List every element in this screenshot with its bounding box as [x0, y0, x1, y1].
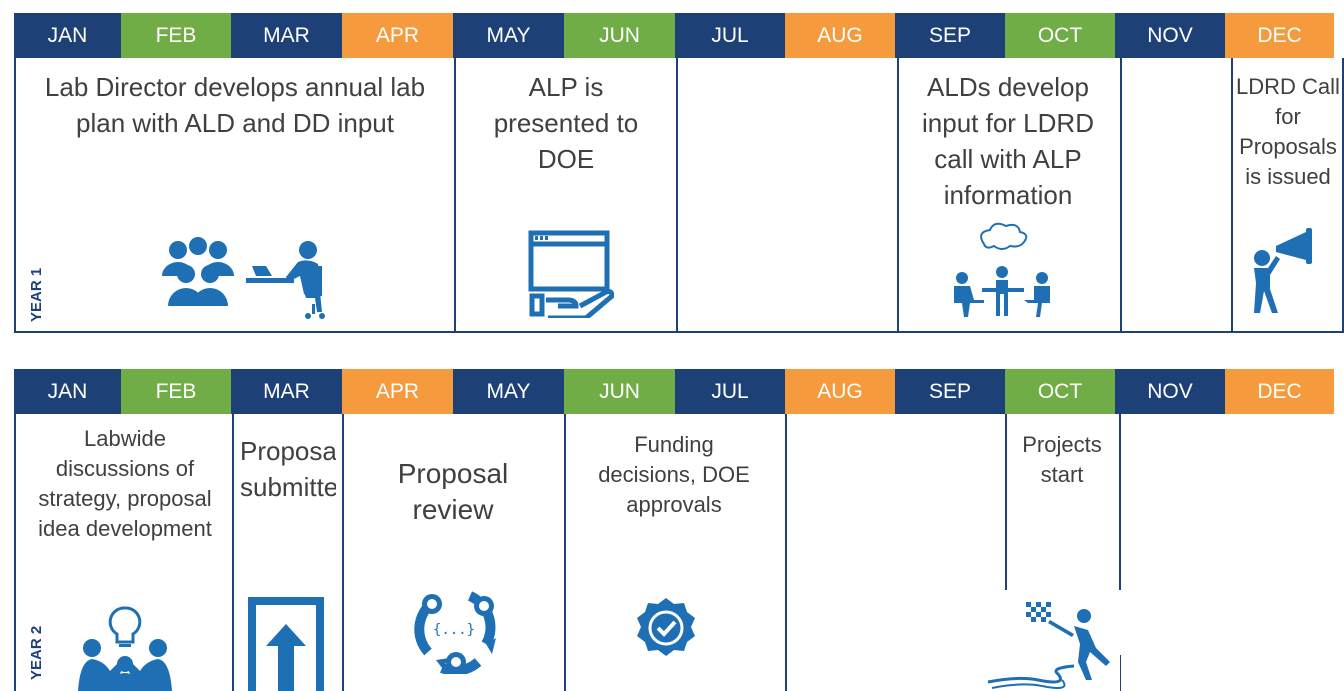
y1-month-sep: SEP — [895, 13, 1005, 58]
year1-timeline-panel — [14, 58, 1344, 333]
browser-hand-icon — [528, 230, 614, 318]
y1-alp-text: ALP is presented to DOE — [493, 72, 639, 174]
y1-month-jan: JAN — [14, 13, 121, 58]
y2-month-jan: JAN — [14, 369, 121, 414]
y1-month-jul: JUL — [675, 13, 785, 58]
year1-divider — [676, 58, 678, 333]
y1-ldrd-call-text: LDRD Call for Proposals is issued — [1236, 74, 1340, 189]
y2-month-nov: NOV — [1115, 369, 1225, 414]
y2-month-jun: JUN — [564, 369, 675, 414]
year1-month-bar: JAN FEB MAR APR MAY JUN JUL AUG SEP OCT … — [14, 13, 1344, 58]
year2-divider — [564, 414, 566, 691]
y1-month-oct: OCT — [1005, 13, 1115, 58]
year2-divider — [1005, 414, 1007, 590]
year1-divider — [454, 58, 456, 333]
team-icon — [162, 237, 234, 306]
y1-month-aug: AUG — [785, 13, 895, 58]
y2-month-may: MAY — [453, 369, 564, 414]
year2-divider — [1119, 414, 1121, 590]
year1-label: YEAR 1 — [28, 267, 45, 322]
year1-divider — [897, 58, 899, 333]
y1-month-mar: MAR — [231, 13, 342, 58]
year2-divider — [1119, 655, 1121, 691]
megaphone-person-icon — [1254, 228, 1312, 313]
year2-divider — [342, 414, 344, 691]
finish-flag-runner-icon — [986, 590, 1120, 691]
meeting-cloud-icon — [954, 222, 1050, 317]
year2-divider — [785, 414, 787, 691]
y1-month-may: MAY — [453, 13, 564, 58]
y1-lab-plan-text: Lab Director develops annual lab plan wi… — [44, 72, 426, 138]
y2-month-oct: OCT — [1005, 369, 1115, 414]
year1-divider — [1231, 58, 1233, 333]
year2-month-bar: JAN FEB MAR APR MAY JUN JUL AUG SEP OCT … — [14, 369, 1344, 414]
y2-month-jul: JUL — [675, 369, 785, 414]
y1-month-jun: JUN — [564, 13, 675, 58]
y2-month-aug: AUG — [785, 369, 895, 414]
y1-month-nov: NOV — [1115, 13, 1225, 58]
y2-labwide-text: Labwide discussions of strategy, proposa… — [38, 426, 212, 541]
y2-month-feb: FEB — [121, 369, 231, 414]
y1-month-feb: FEB — [121, 13, 231, 58]
y2-submitted-text: Proposals submitted — [240, 436, 336, 502]
year2-label: YEAR 2 — [28, 625, 45, 680]
year1-divider — [1120, 58, 1122, 333]
y2-month-sep: SEP — [895, 369, 1005, 414]
y2-review-text: Proposal review — [397, 458, 509, 526]
year2-divider — [14, 414, 16, 691]
review-cycle-icon: {...} — [414, 591, 496, 674]
approval-badge-icon — [637, 598, 695, 656]
y1-month-dec: DEC — [1225, 13, 1334, 58]
y2-month-dec: DEC — [1225, 369, 1334, 414]
upload-box-icon — [248, 597, 324, 691]
y2-month-mar: MAR — [231, 369, 342, 414]
brainstorm-group-icon — [78, 606, 172, 691]
y2-start-text: Projects start — [1022, 432, 1102, 487]
y1-alds-text: ALDs develop input for LDRD call with AL… — [922, 72, 1094, 210]
y2-month-apr: APR — [342, 369, 453, 414]
y1-month-apr: APR — [342, 13, 453, 58]
year2-divider — [232, 414, 234, 691]
person-at-laptop-icon — [246, 241, 325, 319]
svg-text:{...}: {...} — [433, 622, 475, 638]
y2-funding-text: Funding decisions, DOE approvals — [598, 432, 750, 517]
